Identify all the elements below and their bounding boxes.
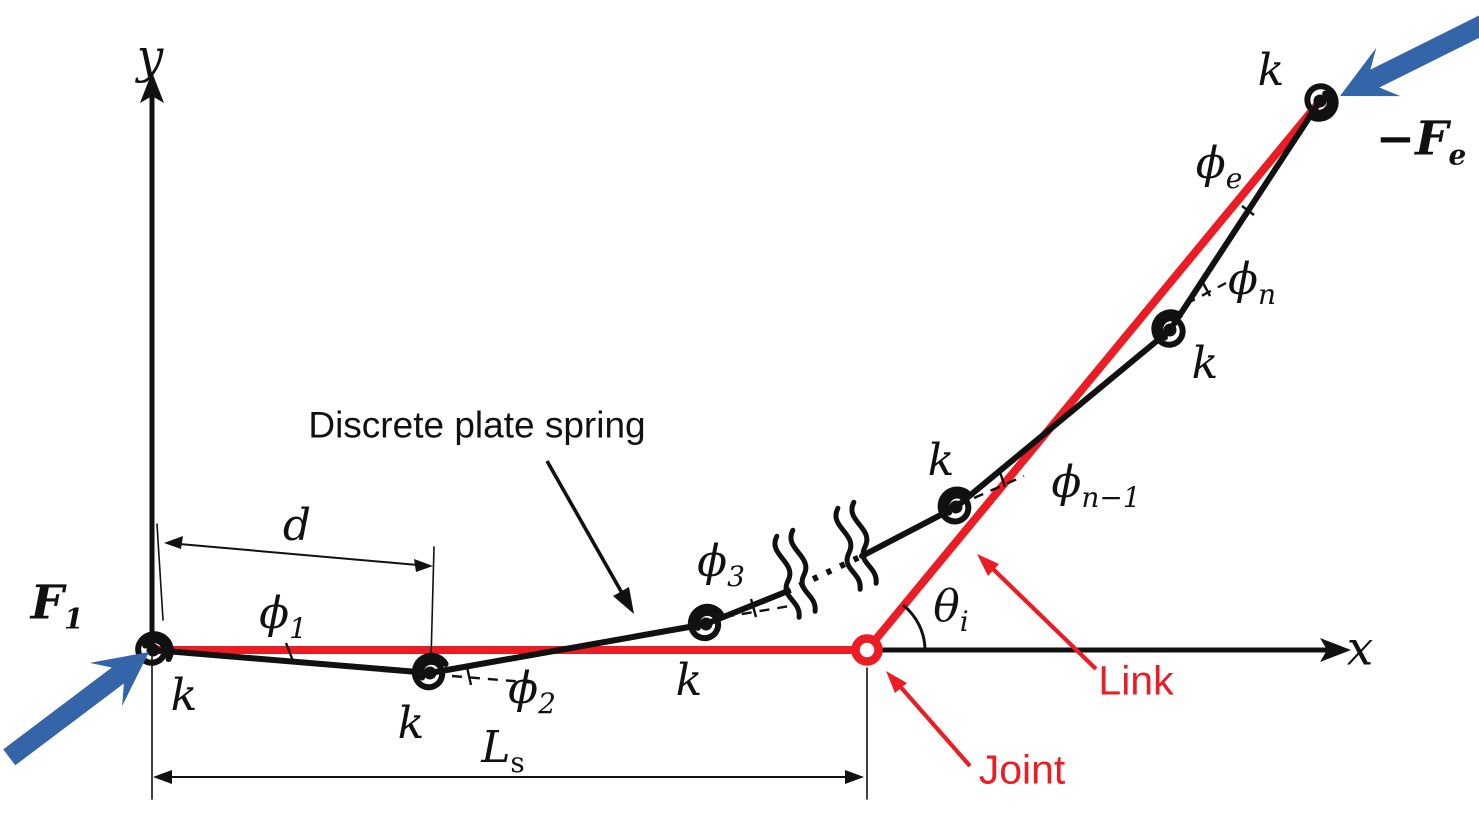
spring-icon [685,601,728,642]
angle-phi3-label: ϕ3 [697,536,745,593]
dimension-d-label: d [282,500,312,551]
spring-k-label-5: k [1191,338,1219,389]
plate-spring-pointer-arrow [545,460,634,614]
phin-tick [1200,280,1212,297]
y-axis-label: y [136,29,164,85]
dimension-d [156,523,435,661]
angle-theta-label: θi [933,581,969,638]
break-marks [773,501,878,618]
link-pointer-arrow [977,554,1098,671]
angle-references [284,205,1255,686]
spring-k-label-2: k [397,698,425,749]
dimension-ls-label: Ls [481,722,525,779]
joint-label: Joint [978,746,1066,793]
dimension-ls [151,655,868,800]
x-axis-label: x [1346,621,1374,677]
joint-circle [851,634,883,666]
phi3-tick [749,598,758,618]
angle-phin-label: ϕn [1227,254,1277,311]
angle-phi2-label: ϕ2 [508,663,556,720]
phi2-tick [465,666,473,686]
spring-k-label-4: k [927,435,955,486]
force-fe-arrow-icon [1327,0,1479,121]
angle-phin-minus-1-label: ϕn−1 [1051,457,1141,514]
x-axis-arrow-icon [1320,638,1351,662]
x-axis [870,638,1351,662]
phi1-tick [284,642,295,662]
force-f1-label: F1 [30,575,84,636]
spring-k-label-1: k [170,670,198,721]
link-segment-inclined [863,98,1324,653]
angle-phi1-label: ϕ1 [259,588,307,645]
link-segments [155,98,1324,654]
joint-pointer-arrow [886,671,972,768]
spring-k-label-6: k [1257,45,1285,96]
plate-spring-label: Discrete plate spring [308,404,646,446]
theta-arc [902,603,927,651]
spring-k-label-3: k [675,655,703,706]
phie-tick [1241,205,1255,216]
link-label: Link [1098,657,1174,704]
y-axis-arrow-icon [140,72,164,103]
phin1-tick [997,468,1007,488]
angle-phie-label: ϕe [1195,138,1243,195]
y-axis [140,72,164,650]
force-fe-label: −Fe [1375,111,1467,172]
spring-icons [133,81,1342,692]
